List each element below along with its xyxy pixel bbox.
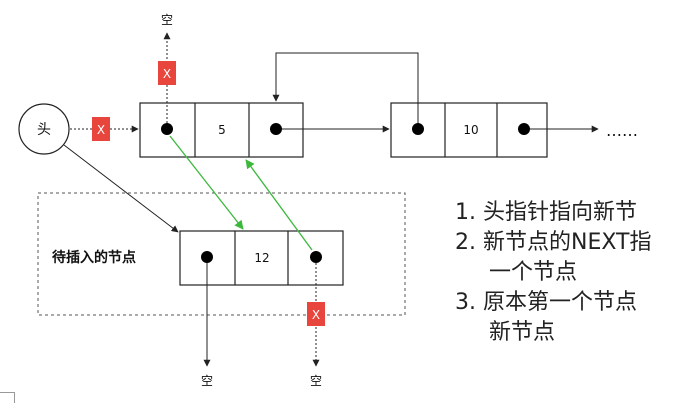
head-pointer (18, 103, 70, 155)
node-1 (139, 102, 304, 158)
node-1-to-insert-link (169, 135, 244, 230)
null-top: 空 (161, 13, 173, 27)
svg-text:X: X (97, 123, 105, 137)
svg-text:X: X (163, 67, 171, 81)
node-2-back-link (272, 52, 419, 123)
ellipsis: …… (606, 121, 638, 140)
node-2 (390, 102, 548, 158)
cut-mark-bottom: X (307, 302, 325, 326)
node-2-value: 10 (463, 123, 478, 137)
node-2-next-dot (518, 123, 530, 135)
insert-node-value: 12 (254, 251, 269, 265)
null-bottom-right: 空 (310, 374, 322, 388)
insert-node-frame (37, 192, 406, 316)
insert-to-node-1-link (245, 159, 313, 251)
step-3: 3. 原本第一个节点 (455, 290, 637, 315)
insert-node-next-dot (310, 251, 322, 263)
node-2-prev-dot (412, 123, 424, 135)
insert-node-caption: 待插入的节点 (52, 249, 136, 266)
step-3-cont: 新节点 (489, 320, 556, 345)
null-bottom-left: 空 (201, 374, 213, 388)
steps-list: 1. 头指针指向新节 2. 新节点的NEXT指 一个节点 3. 原本第一个节点 … (455, 198, 691, 348)
cut-mark-head: X (92, 117, 110, 141)
step-1: 1. 头指针指向新节 (455, 200, 637, 225)
corner-mark (0, 392, 15, 403)
node-1-next-dot (270, 123, 282, 135)
head-label: 头 (37, 122, 51, 138)
svg-text:X: X (312, 308, 320, 322)
cut-mark-top: X (158, 61, 176, 85)
step-2-cont: 一个节点 (489, 260, 578, 285)
node-1-prev-dot (161, 123, 173, 135)
insert-node-prev-dot (201, 251, 213, 263)
node-1-value: 5 (218, 123, 226, 137)
step-2: 2. 新节点的NEXT指 (455, 230, 652, 255)
head-new-link (63, 144, 179, 233)
